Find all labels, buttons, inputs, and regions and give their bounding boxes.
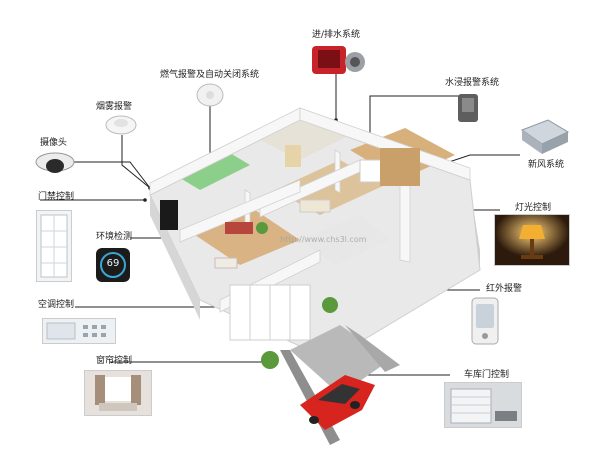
access-panel-wall (160, 200, 178, 230)
living-floor (195, 210, 300, 265)
label-access: 门禁控制 (38, 192, 75, 202)
watermark-text: http://www.chs3l.com (280, 235, 367, 244)
label-camera: 摄像头 (40, 138, 68, 148)
water-pump-icon (312, 46, 365, 74)
red-car (300, 375, 375, 430)
dome-camera-icon (35, 152, 75, 173)
kitchen-floor (175, 150, 250, 190)
water-leak-sensor-icon (458, 94, 478, 122)
thermostat-device: 69 (96, 248, 130, 282)
label-garage: 车库门控制 (464, 370, 510, 380)
lamp-thumbnail (494, 214, 570, 266)
access-door-thumbnail (36, 210, 72, 282)
lamp-icon (495, 215, 569, 265)
curtain-thumbnail (84, 370, 152, 416)
curtain-room-icon (95, 375, 141, 411)
label-water-leak: 水浸报警系统 (445, 78, 500, 88)
door-panel-icon (40, 214, 68, 278)
label-pump: 进/排水系统 (312, 30, 361, 40)
label-light: 灯光控制 (515, 203, 552, 213)
ac-panel-thumbnail (42, 318, 116, 344)
smoke-line (121, 135, 151, 189)
infrared-sensor-icon (471, 297, 499, 345)
fresh-air-unit-icon (520, 119, 570, 154)
gas-detector-icon (196, 83, 224, 107)
garage-door-icon (450, 388, 517, 424)
ac-control-icon (46, 322, 106, 340)
label-smoke: 烟雾报警 (96, 102, 133, 112)
label-gas: 燃气报警及自动关闭系统 (160, 70, 260, 80)
smoke-detector-icon (105, 115, 137, 135)
hall-floor (300, 215, 390, 265)
thermostat-reading: 69 (106, 258, 120, 269)
label-ac: 空调控制 (38, 300, 75, 310)
label-env: 环境检测 (96, 232, 133, 242)
label-fresh-air: 新风系统 (528, 160, 565, 170)
camera-line (64, 161, 151, 189)
label-curtain: 窗帘控制 (96, 356, 133, 366)
garage-door-thumbnail (444, 382, 522, 428)
label-infrared: 红外报警 (486, 284, 523, 294)
water-leak-line (369, 95, 464, 140)
